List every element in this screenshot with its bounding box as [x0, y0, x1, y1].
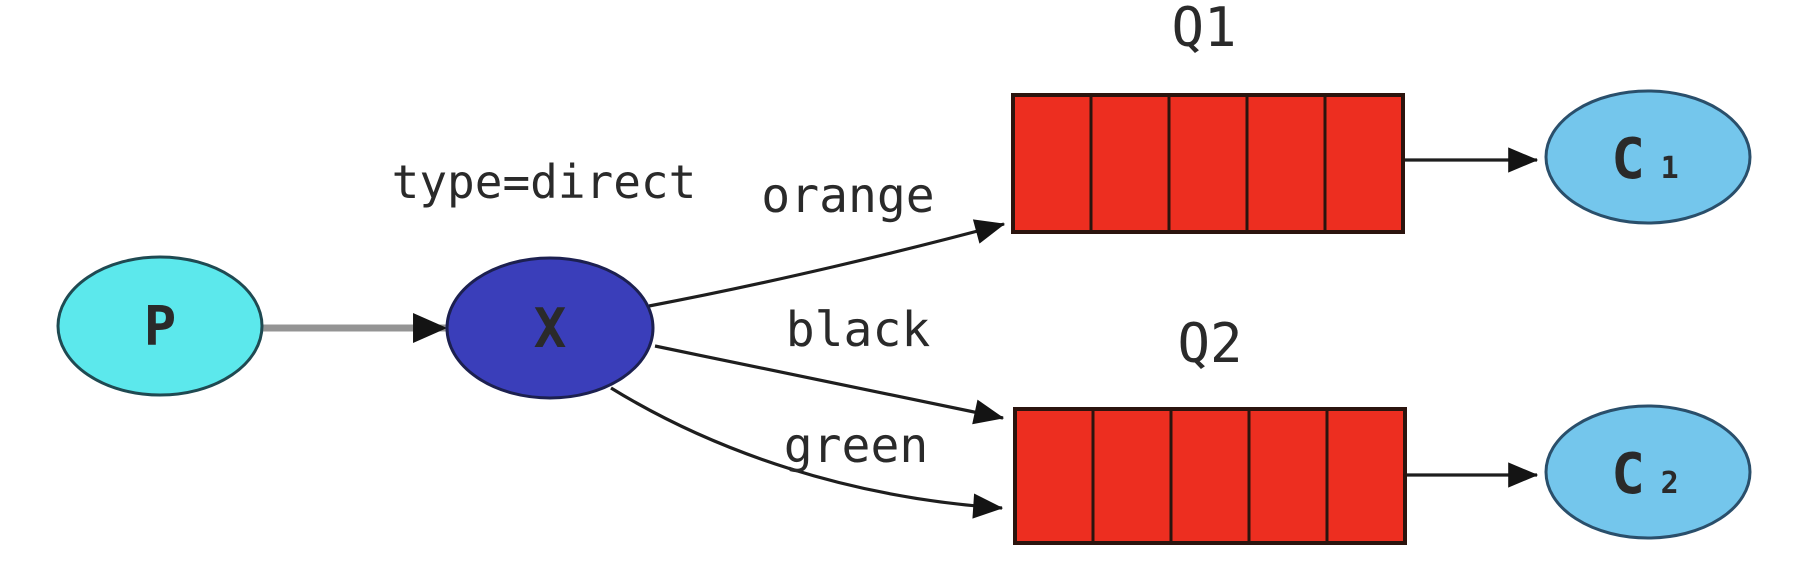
queue1-segment-dividers	[1089, 95, 1327, 232]
node-consumer1: C 1	[1544, 89, 1752, 225]
queue2-label: Q2	[1177, 312, 1242, 375]
exchange-type-label: type=direct	[392, 155, 697, 209]
consumer2-label-main: C	[1611, 442, 1645, 507]
exchange-ellipse	[445, 256, 655, 400]
queue1-label: Q1	[1171, 0, 1236, 59]
node-consumer2: C 2	[1544, 404, 1752, 540]
node-exchange: X	[445, 256, 655, 400]
node-queue1: Q1	[1011, 0, 1405, 234]
edge-exchange-to-queue2-black	[654, 344, 1005, 425]
consumer2-label: C 2	[1611, 442, 1678, 507]
consumer1-ellipse	[1544, 89, 1752, 225]
routing-key-label-black: black	[786, 302, 931, 358]
routing-key-label-orange: orange	[761, 168, 934, 224]
consumer2-ellipse	[1544, 404, 1752, 540]
queue2-rect	[1013, 407, 1407, 545]
edge-exchange-to-queue1-orange	[648, 219, 1006, 308]
producer-ellipse	[56, 255, 264, 397]
node-queue2: Q2	[1013, 312, 1407, 545]
consumer1-label-subscript: 1	[1661, 151, 1679, 186]
queue2-segment-dividers	[1091, 409, 1329, 543]
routing-key-label-green: green	[784, 418, 929, 474]
producer-label: P	[144, 295, 177, 358]
exchange-label: X	[534, 297, 567, 360]
consumer1-label: C 1	[1611, 127, 1678, 192]
consumer1-label-main: C	[1611, 127, 1645, 192]
queue1-rect	[1011, 93, 1405, 234]
consumer2-label-subscript: 2	[1661, 466, 1679, 501]
edge-exchange-to-queue2-green	[610, 386, 1004, 519]
node-producer: P	[56, 255, 264, 397]
